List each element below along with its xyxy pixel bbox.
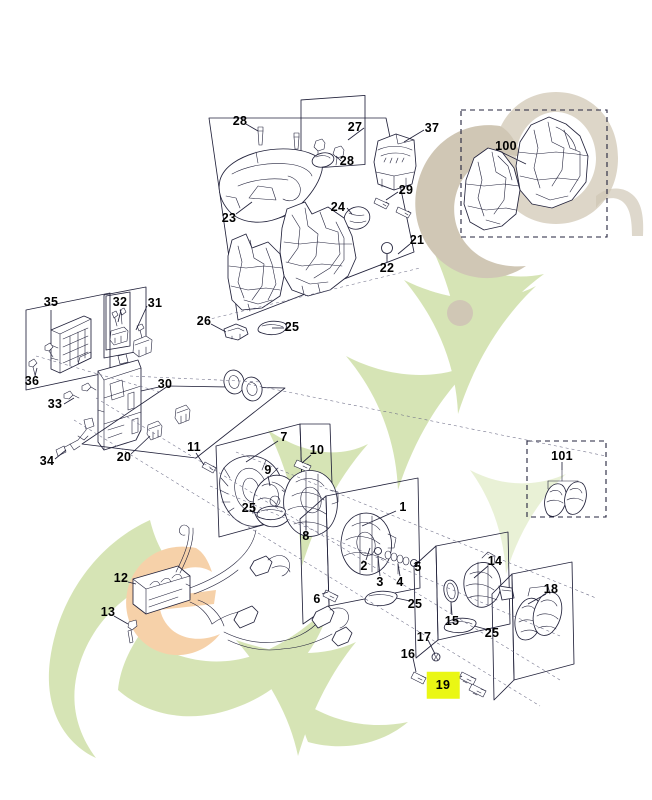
dashbox-100 — [460, 109, 608, 238]
part-14-oil-pump — [463, 551, 515, 608]
part-27-28-cluster — [311, 138, 345, 168]
callout-2: 2 — [360, 558, 368, 573]
callout-101: 101 — [551, 448, 573, 463]
callout-19-highlighted[interactable]: 19 — [426, 671, 460, 699]
assembly-axis-lines — [35, 267, 607, 707]
watermark-stroke — [432, 248, 544, 378]
part-12-ignition-coil — [132, 565, 191, 615]
callout-8: 8 — [302, 528, 310, 543]
callout-100: 100 — [495, 138, 517, 153]
callout-21: 21 — [409, 232, 425, 247]
part-13-screw — [127, 619, 138, 644]
callout-25: 25 — [484, 625, 500, 640]
part-18-clutch — [514, 585, 563, 641]
part-6-screw — [322, 589, 339, 603]
watermark-stroke — [596, 188, 644, 236]
part-23-lower-shroud — [227, 233, 285, 312]
callout-18: 18 — [543, 581, 559, 596]
callout-1: 1 — [399, 499, 407, 514]
callout-22: 22 — [379, 260, 395, 275]
callout-12: 12 — [113, 570, 129, 585]
group-frame-32 — [105, 291, 131, 351]
watermark-stroke — [415, 125, 526, 279]
part-34-wire-clip — [55, 417, 95, 457]
callout-37: 37 — [424, 120, 440, 135]
callout-30: 30 — [157, 376, 173, 391]
callout-25: 25 — [284, 319, 300, 334]
part-25-gasket-b — [256, 505, 286, 521]
callout-17: 17 — [416, 629, 432, 644]
watermark-stroke — [300, 700, 408, 747]
callout-7: 7 — [280, 429, 288, 444]
part-100-housing-assembly — [463, 116, 589, 231]
part-15-oring — [443, 579, 459, 614]
part-36-screws — [28, 342, 54, 376]
callout-35: 35 — [43, 294, 59, 309]
watermark-dot — [447, 300, 473, 326]
part-29-screws — [373, 197, 412, 219]
watermark-stroke — [118, 606, 330, 717]
callout-29: 29 — [398, 182, 414, 197]
callout-27: 27 — [347, 119, 363, 134]
callout-25: 25 — [407, 596, 423, 611]
callout-5: 5 — [414, 559, 422, 574]
part-25-gasket-d — [443, 617, 477, 634]
callout-25: 25 — [241, 500, 257, 515]
watermark-stroke — [470, 470, 566, 574]
part-37-cover — [373, 133, 417, 191]
callout-6: 6 — [313, 591, 321, 606]
callout-20: 20 — [116, 449, 132, 464]
callout-26: 26 — [196, 313, 212, 328]
group-frame-18 — [491, 561, 575, 701]
part-32-switch — [109, 307, 129, 346]
callout-28: 28 — [339, 153, 355, 168]
part-17-nut — [431, 652, 441, 662]
part-25-gasket-c — [364, 590, 398, 607]
part-20-grommets — [146, 404, 191, 441]
callout-9: 9 — [264, 462, 272, 477]
watermark-stroke — [236, 640, 356, 756]
callout-31: 31 — [147, 295, 163, 310]
callout-14: 14 — [487, 553, 503, 568]
group-frame-14 — [413, 531, 511, 659]
leader-lines — [34, 123, 563, 683]
watermark-forejardin — [48, 92, 644, 758]
part-30-tank — [97, 353, 142, 451]
part-31-clip — [132, 323, 153, 358]
part-26-bracket — [223, 323, 249, 341]
callout-28: 28 — [232, 113, 248, 128]
callout-10: 10 — [309, 442, 325, 457]
group-frame-20 — [81, 385, 286, 459]
callout-32: 32 — [112, 294, 128, 309]
part-28-screws — [257, 126, 300, 150]
callout-23: 23 — [221, 210, 237, 225]
part-8-engine-block — [283, 470, 339, 537]
dashbox-101 — [526, 440, 607, 518]
group-frame-21 — [208, 117, 415, 321]
callout-13: 13 — [100, 604, 116, 619]
part-1-crank-housing — [340, 512, 397, 576]
callout-11: 11 — [187, 439, 201, 454]
callout-34: 34 — [39, 453, 55, 468]
callout-3: 3 — [376, 574, 384, 589]
part-19-screws — [458, 671, 487, 698]
callout-4: 4 — [396, 574, 404, 589]
group-frame-1 — [299, 477, 421, 625]
part-23-top-cover — [218, 148, 323, 223]
part-101-clutch-pair — [544, 469, 587, 517]
callout-15: 15 — [444, 613, 460, 628]
callout-16: 16 — [400, 646, 416, 661]
watermark-stroke — [346, 356, 476, 490]
callout-24: 24 — [330, 199, 346, 214]
part-wiring-harness — [175, 524, 353, 651]
callout-33: 33 — [47, 396, 63, 411]
group-frame-27 — [300, 95, 366, 170]
watermark-stroke — [126, 546, 220, 656]
part-33-screw — [63, 382, 97, 400]
part-16-screw — [410, 671, 427, 685]
callout-36: 36 — [24, 373, 40, 388]
